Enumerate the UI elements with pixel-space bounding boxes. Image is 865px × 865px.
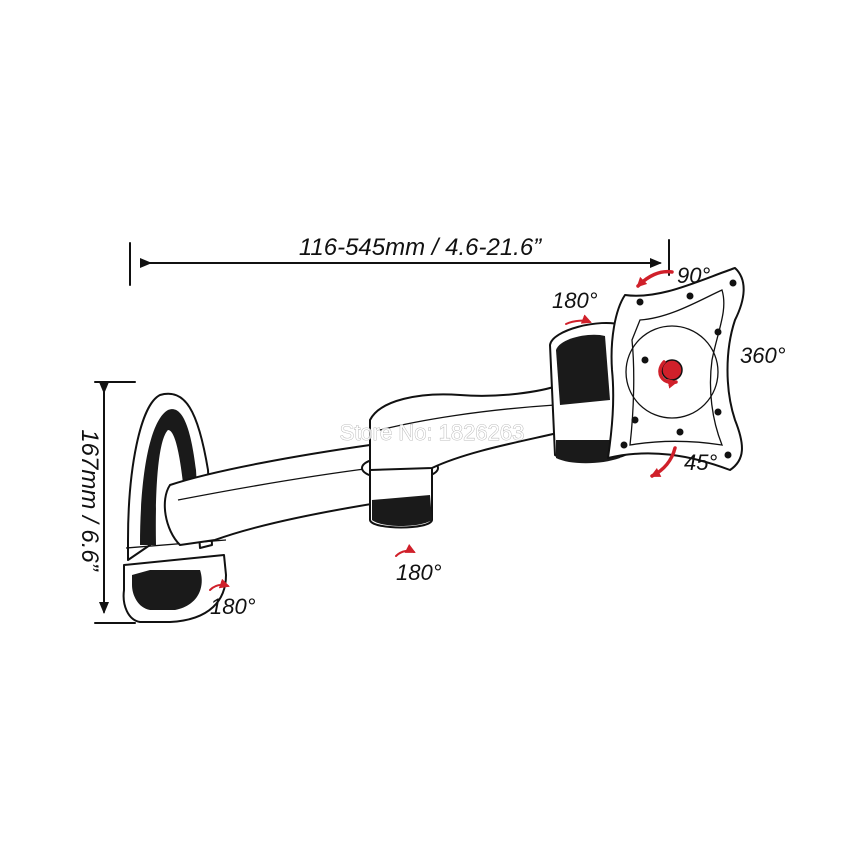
height-dimension-label: 167mm / 6.6” xyxy=(76,429,103,571)
middle-joint-arrow xyxy=(395,543,416,557)
head-swivel-label: 180° xyxy=(552,288,598,313)
height-dimension: 167mm / 6.6” xyxy=(76,381,136,624)
head-swivel-arrow xyxy=(565,314,592,325)
wall-joint-arrow xyxy=(209,578,230,591)
width-dimension: 116-545mm / 4.6-21.6” xyxy=(129,234,670,286)
mounting-holes xyxy=(620,279,737,459)
rotation-arrows xyxy=(209,269,678,591)
wall-joint-label: 180° xyxy=(210,594,256,619)
middle-joint-label: 180° xyxy=(396,560,442,585)
plate-rotation-label: 360° xyxy=(740,343,786,368)
second-arm xyxy=(369,321,626,471)
plate-rotation-arrow xyxy=(658,360,678,389)
width-dimension-label: 116-545mm / 4.6-21.6” xyxy=(299,234,542,261)
tilt-down-arrow xyxy=(650,446,677,478)
vesa-plate xyxy=(607,267,745,471)
tilt-up-label: 90° xyxy=(677,263,710,288)
tilt-down-label: 45° xyxy=(684,450,717,475)
store-watermark: Store No: 1826263 xyxy=(340,420,525,445)
tilt-up-arrow xyxy=(636,269,674,288)
